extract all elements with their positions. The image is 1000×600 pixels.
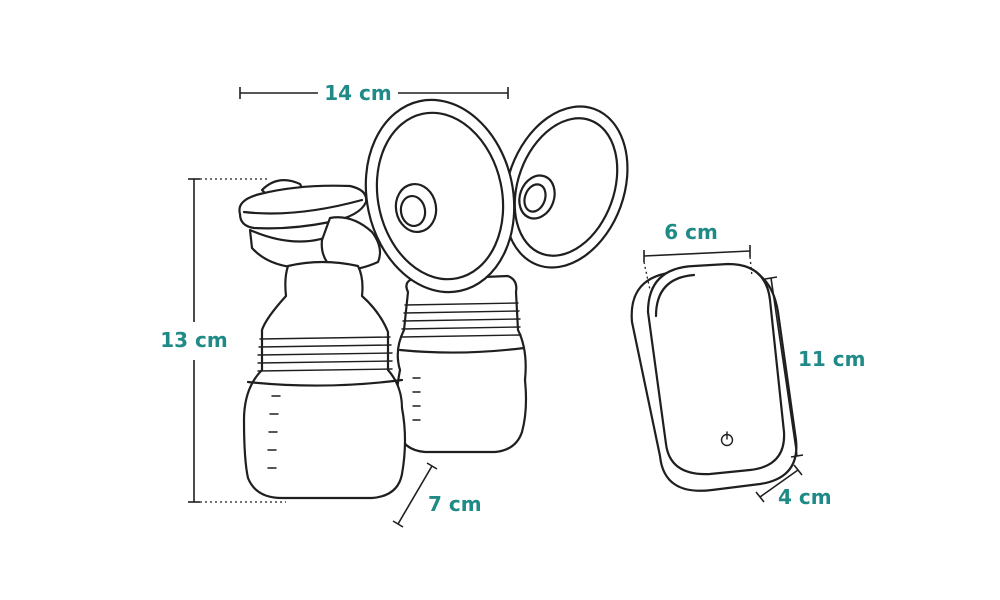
dimension-line-motor-depth bbox=[755, 464, 803, 503]
label-motor-width: 6 cm bbox=[664, 220, 718, 244]
breast-shield-back bbox=[503, 105, 629, 269]
motor-unit bbox=[630, 262, 798, 492]
dimension-line-pump-height bbox=[188, 178, 286, 503]
label-pump-width: 14 cm bbox=[324, 81, 392, 105]
dimension-line-pump-depth bbox=[392, 462, 438, 528]
dimension-line-pump-width bbox=[239, 87, 509, 99]
breast-shield-front bbox=[364, 98, 516, 294]
dimension-line-motor-width bbox=[643, 245, 753, 291]
label-pump-height: 13 cm bbox=[160, 328, 228, 352]
volume-marks-front bbox=[267, 395, 281, 469]
dimension-line-motor-height bbox=[764, 276, 804, 458]
bottle-threads-front bbox=[257, 336, 393, 372]
label-motor-depth: 4 cm bbox=[778, 485, 832, 509]
bottle-threads-back bbox=[401, 302, 522, 338]
pump-unit-front bbox=[238, 98, 516, 500]
power-icon[interactable] bbox=[720, 431, 734, 447]
label-pump-depth: 7 cm bbox=[428, 492, 482, 516]
volume-marks-back bbox=[412, 377, 421, 421]
label-motor-height: 11 cm bbox=[798, 347, 866, 371]
